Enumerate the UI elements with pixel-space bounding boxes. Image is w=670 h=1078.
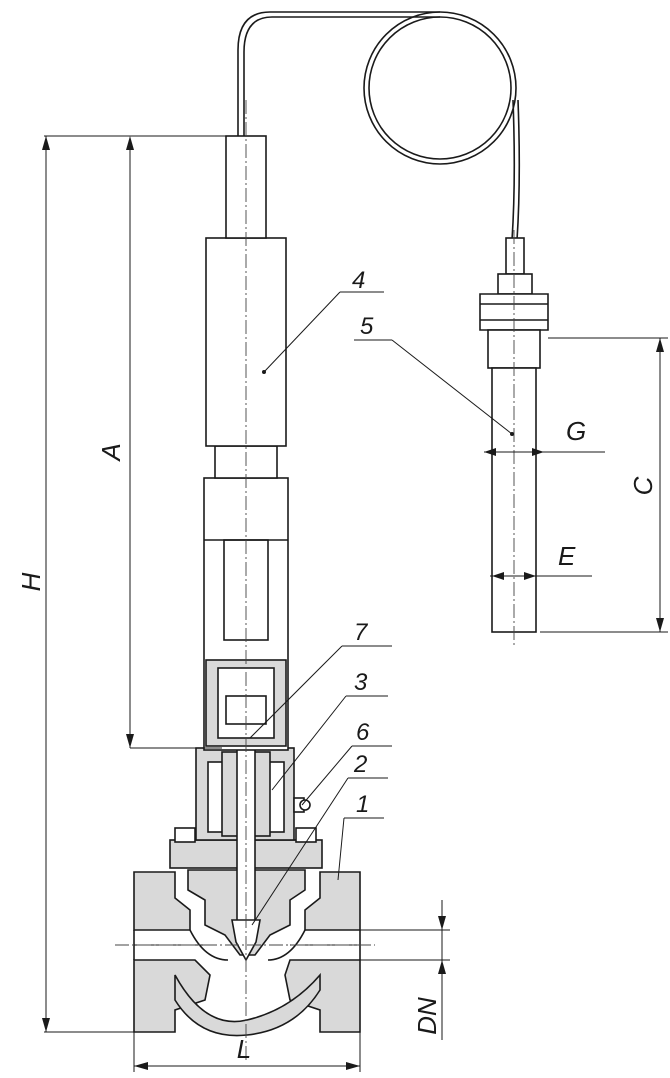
callout-4: 4: [352, 267, 365, 294]
dim-label-dn: DN: [412, 997, 442, 1035]
callout-numbers: 4 5 7 3 6 2 1: [352, 267, 374, 818]
dim-label-h: H: [16, 572, 46, 591]
dim-label-a: A: [96, 443, 126, 462]
callout-2: 2: [353, 751, 367, 778]
dimension-lines: [42, 135, 668, 1072]
capillary-tube: [237, 11, 521, 241]
callout-1: 1: [356, 791, 369, 818]
dim-label-e: E: [558, 541, 576, 571]
dim-label-l: L: [237, 1034, 251, 1064]
dim-label-c: C: [628, 476, 658, 495]
dimension-labels: A H L DN C G E: [16, 416, 658, 1064]
callout-7: 7: [354, 619, 369, 646]
center-lines: [115, 100, 515, 1060]
dim-label-g: G: [566, 416, 586, 446]
callout-5: 5: [360, 313, 374, 340]
callout-3: 3: [354, 669, 368, 696]
callout-6: 6: [356, 719, 370, 746]
valve-body: [133, 869, 361, 1037]
leader-lines: [249, 291, 514, 926]
